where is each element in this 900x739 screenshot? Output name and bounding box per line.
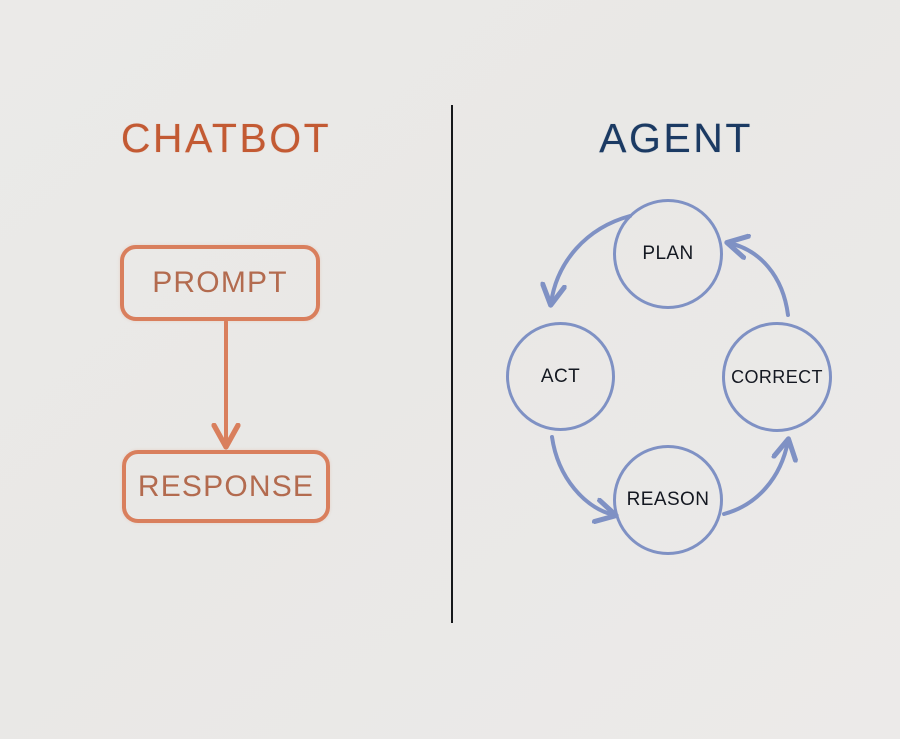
response-box: RESPONSE — [122, 450, 330, 523]
node-act: ACT — [506, 322, 615, 431]
chatbot-column-title: CHATBOT — [120, 115, 332, 161]
prompt-label: PROMPT — [152, 266, 288, 299]
node-act-label: ACT — [540, 365, 581, 387]
vertical-divider — [451, 105, 453, 623]
node-reason: REASON — [613, 445, 723, 555]
node-correct-label: CORRECT — [731, 366, 823, 387]
prompt-box: PROMPT — [120, 245, 320, 321]
response-label: RESPONSE — [137, 469, 315, 503]
agent-column-title: AGENT — [599, 115, 753, 161]
act-to-reason-arrow — [550, 435, 614, 515]
node-correct: CORRECT — [722, 322, 832, 432]
node-plan: PLAN — [613, 199, 723, 309]
reason-to-correct-arrow — [722, 441, 788, 516]
correct-to-plan-arrow — [729, 243, 790, 317]
node-reason-label: REASON — [626, 489, 710, 510]
node-plan-label: PLAN — [642, 243, 694, 264]
